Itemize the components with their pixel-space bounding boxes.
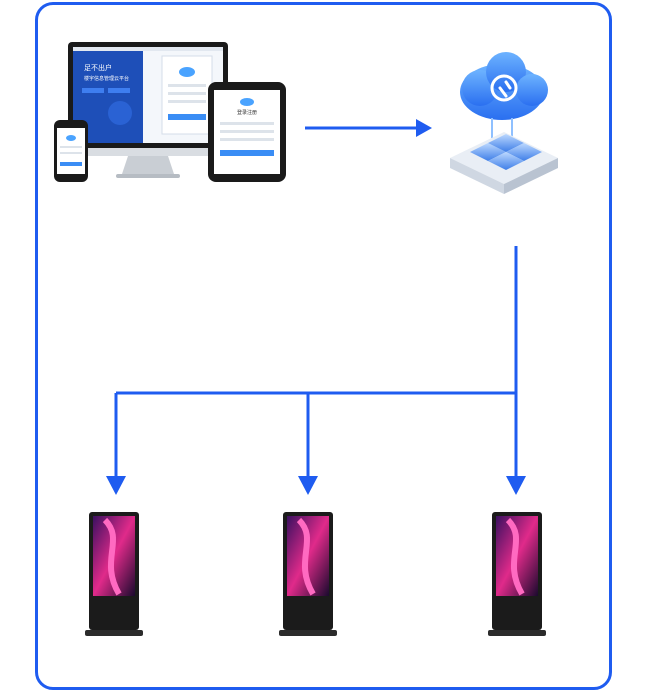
monitor-icon: 足不出户 楼宇信息管理云平台 xyxy=(68,42,228,178)
arrowhead-target-3 xyxy=(506,476,526,495)
arrowhead-target-2 xyxy=(298,476,318,495)
cloud-icon xyxy=(460,52,548,120)
kiosk-display-2 xyxy=(279,512,337,636)
monitor-banner-line2: 楼宇信息管理云平台 xyxy=(84,75,129,82)
monitor-banner-line1: 足不出户 xyxy=(84,63,112,72)
kiosk-display-1 xyxy=(85,512,143,636)
cloud-label: 云端信息发布服务器 xyxy=(446,210,573,225)
kiosk-display-3 xyxy=(488,512,546,636)
tablet-panel-title: 登录注册 xyxy=(237,109,257,116)
tablet-icon: 登录注册 xyxy=(208,82,286,182)
arrowhead-cloud xyxy=(416,119,432,137)
target-label-2: 上海 xyxy=(293,653,322,668)
source-label: 手机、平板、电脑 xyxy=(93,210,206,225)
devices-illustration: 足不出户 楼宇信息管理云平台 登录注册 xyxy=(54,42,286,182)
server-blocks-icon xyxy=(450,118,558,194)
target-label-1: 北京 xyxy=(99,653,128,668)
phone-icon xyxy=(54,120,88,182)
arrowhead-target-1 xyxy=(106,476,126,495)
diagram-frame xyxy=(35,2,612,690)
cloud-server-illustration xyxy=(450,52,558,194)
target-label-3: 广州 xyxy=(502,653,531,668)
